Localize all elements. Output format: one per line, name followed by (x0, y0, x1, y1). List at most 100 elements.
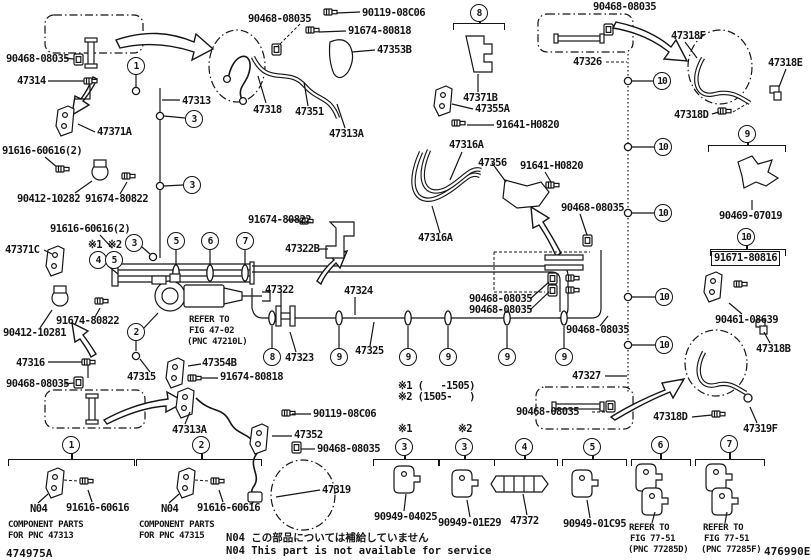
part-number-label[interactable]: COMPONENT PARTS (8, 520, 84, 530)
part-number-label[interactable]: 47313 (182, 95, 211, 107)
part-number-label[interactable]: 47355A (475, 103, 510, 115)
callout-circle-3[interactable]: 3 (395, 438, 413, 456)
part-number-label[interactable]: REFER TO (189, 315, 230, 325)
part-number-label[interactable]: 47315 (127, 371, 156, 383)
part-number-label[interactable]: ※1 (398, 423, 413, 435)
callout-circle-9[interactable]: 9 (498, 348, 516, 366)
callout-circle-5[interactable]: 5 (105, 251, 123, 269)
callout-circle-8[interactable]: 8 (470, 4, 488, 22)
part-number-label[interactable]: 47323 (285, 352, 314, 364)
part-number-label[interactable]: COMPONENT PARTS (139, 520, 215, 530)
callout-circle-9[interactable]: 9 (738, 125, 756, 143)
part-number-label[interactable]: 91616-60616 (197, 502, 261, 514)
part-number-label[interactable]: 47371C (5, 244, 40, 256)
callout-circle-5[interactable]: 5 (583, 438, 601, 456)
part-number-label[interactable]: 47316 (16, 357, 45, 369)
part-number-label[interactable]: 90468-08035 (6, 378, 70, 390)
part-number-label[interactable]: 47318F (671, 30, 706, 42)
callout-circle-10[interactable]: 10 (654, 138, 672, 156)
part-number-label[interactable]: 91674-80822 (248, 214, 312, 226)
part-number-label[interactable]: 91641-H0820 (520, 160, 584, 172)
callout-circle-10[interactable]: 10 (655, 336, 673, 354)
part-number-label[interactable]: 91674-80822 (85, 193, 149, 205)
part-number-label[interactable]: (PNC 47210L) (187, 337, 248, 347)
part-number-label[interactable]: (PNC 77285D) (628, 545, 689, 555)
callout-circle-10[interactable]: 10 (655, 288, 673, 306)
callout-circle-2[interactable]: 2 (127, 323, 145, 341)
part-number-label[interactable]: 91616-60616 (66, 502, 130, 514)
part-number-label[interactable]: 91674-80822 (56, 315, 120, 327)
callout-circle-3[interactable]: 3 (183, 176, 201, 194)
part-number-label[interactable]: ※1 ( -1505) (398, 380, 475, 392)
callout-circle-7[interactable]: 7 (720, 435, 738, 453)
part-number-label[interactable]: 47316A (449, 139, 484, 151)
part-number-label[interactable]: N04 (30, 503, 48, 515)
callout-circle-3[interactable]: 3 (185, 110, 203, 128)
callout-circle-9[interactable]: 9 (439, 348, 457, 366)
callout-circle-7[interactable]: 7 (236, 232, 254, 250)
callout-circle-6[interactable]: 6 (201, 232, 219, 250)
part-number-label[interactable]: 47356 (478, 157, 507, 169)
part-number-label[interactable]: ※2 (458, 423, 473, 435)
part-number-label[interactable]: 90461-08639 (715, 314, 779, 326)
part-number-label[interactable]: 47327 (572, 370, 601, 382)
part-number-label[interactable]: ※2 (1505- ) (398, 391, 475, 403)
part-number-label[interactable]: 90468-08035 (469, 304, 533, 316)
part-number-label[interactable]: 47318E (768, 57, 803, 69)
part-number-label[interactable]: 47318B (756, 343, 791, 355)
part-number-label[interactable]: 90468-08035 (6, 53, 70, 65)
part-number-label[interactable]: 47326 (573, 56, 602, 68)
part-number-label[interactable]: 47316A (418, 232, 453, 244)
callout-circle-9[interactable]: 9 (399, 348, 417, 366)
part-number-label[interactable]: N04 (161, 503, 179, 515)
part-number-label[interactable]: 90119-08C06 (362, 7, 426, 19)
part-number-label[interactable]: 47318 (253, 104, 282, 116)
part-number-label[interactable]: 90412-10282 (17, 193, 81, 205)
part-number-label[interactable]: 47325 (355, 345, 384, 357)
part-number-label[interactable]: 47318D (653, 411, 688, 423)
part-number-label[interactable]: 47319F (743, 423, 778, 435)
part-number-label[interactable]: FIG 77-51 (630, 534, 676, 544)
callout-circle-5[interactable]: 5 (167, 232, 185, 250)
callout-circle-9[interactable]: 9 (330, 348, 348, 366)
part-number-label[interactable]: FIG 77-51 (704, 534, 750, 544)
part-number-label[interactable]: 47314 (17, 75, 46, 87)
part-number-label[interactable]: 90949-01E29 (438, 517, 502, 529)
part-number-label[interactable]: 90469-07019 (719, 210, 783, 222)
part-number-label[interactable]: 90468-08035 (561, 202, 625, 214)
part-number-label[interactable]: 47354B (202, 357, 237, 369)
part-number-label[interactable]: 47371A (97, 126, 132, 138)
part-number-label[interactable]: 91674-80818 (348, 25, 412, 37)
part-number-label[interactable]: 90468-08035 (469, 293, 533, 305)
callout-circle-4[interactable]: 4 (515, 438, 533, 456)
part-number-label[interactable]: 47351 (295, 106, 324, 118)
part-number-label[interactable]: 47322 (265, 284, 294, 296)
part-number-label[interactable]: 90468-08035 (516, 406, 580, 418)
part-number-label[interactable]: 91616-60616(2) (50, 223, 131, 235)
callout-circle-9[interactable]: 9 (555, 348, 573, 366)
callout-circle-1[interactable]: 1 (62, 436, 80, 454)
part-number-label[interactable]: 90468-08035 (593, 1, 657, 13)
callout-circle-6[interactable]: 6 (651, 436, 669, 454)
callout-circle-10[interactable]: 10 (653, 72, 671, 90)
part-number-label[interactable]: 91674-80818 (220, 371, 284, 383)
part-number-label[interactable]: FOR PNC 47313 (8, 531, 74, 541)
callout-circle-1[interactable]: 1 (127, 57, 145, 75)
part-number-label[interactable]: 47324 (344, 285, 373, 297)
callout-circle-10[interactable]: 10 (654, 204, 672, 222)
part-number-label[interactable]: 47313A (329, 128, 364, 140)
part-number-label[interactable]: 91616-60616(2) (2, 145, 83, 157)
callout-circle-3[interactable]: 3 (125, 234, 143, 252)
part-number-label[interactable]: 90412-10281 (3, 327, 67, 339)
part-number-label[interactable]: 90468-08035 (566, 324, 630, 336)
part-number-label[interactable]: ※1 ※2 (88, 239, 122, 251)
part-number-label[interactable]: 90949-04025 (374, 511, 438, 523)
part-number-label[interactable]: 47353B (377, 44, 412, 56)
callout-circle-10[interactable]: 10 (737, 228, 755, 246)
part-number-label[interactable]: 47322B (285, 243, 320, 255)
callout-circle-2[interactable]: 2 (192, 436, 210, 454)
boxed-part-number-label[interactable]: 91671-80816 (711, 251, 780, 266)
part-number-label[interactable]: REFER TO (629, 523, 670, 533)
part-number-label[interactable]: 90468-08035 (248, 13, 312, 25)
callout-circle-8[interactable]: 8 (263, 348, 281, 366)
